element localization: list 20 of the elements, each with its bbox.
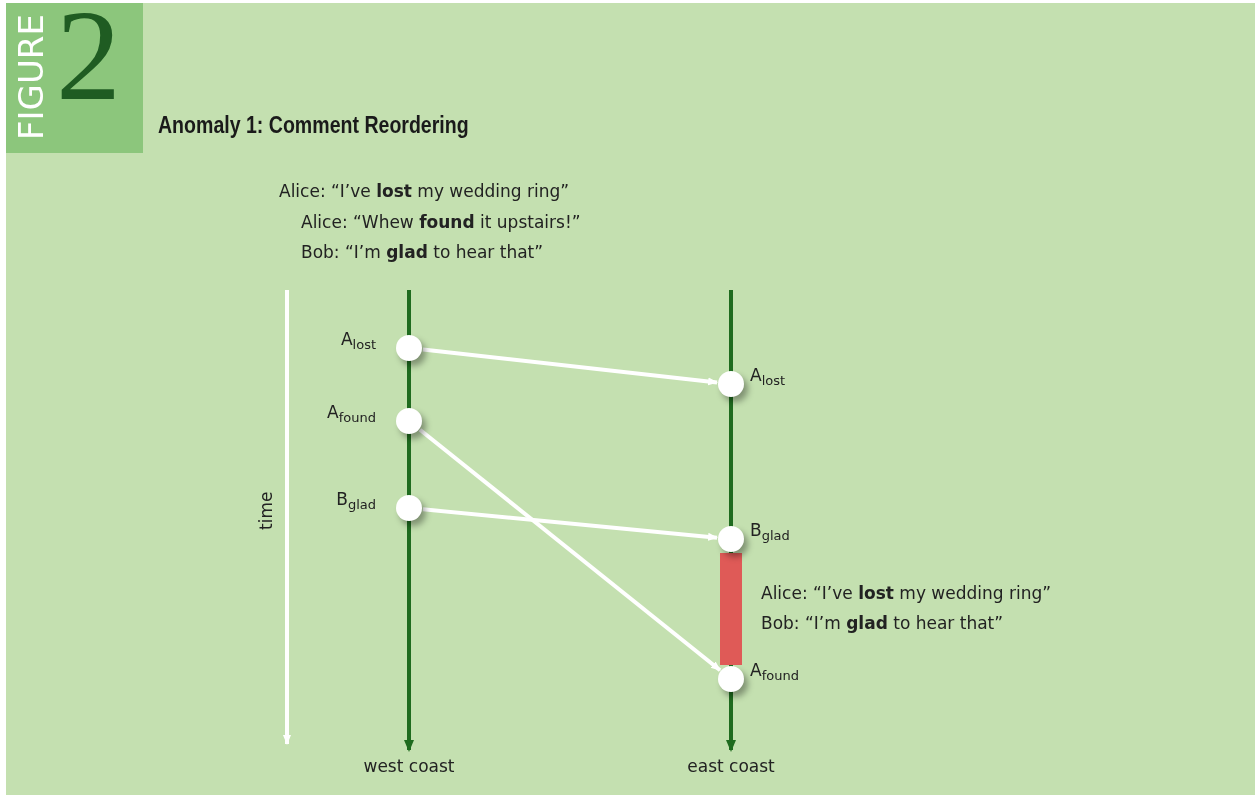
- arrow: [422, 507, 719, 541]
- event-label: A$_{lost}$: [340, 329, 376, 353]
- arrow: [418, 428, 722, 672]
- timeline-label: east coast: [687, 756, 775, 776]
- arrow: [422, 347, 719, 386]
- event-label: A$_{lost}$: [750, 365, 786, 389]
- event-label: B$_{glad}$: [336, 489, 376, 513]
- message-text: Bob: “I’m glad to hear that”: [761, 613, 1004, 633]
- event-label: A$_{found}$: [750, 660, 799, 684]
- figure-label: FIGURE: [14, 14, 48, 140]
- message-text: Alice: “I’ve lost my wedding ring”: [761, 583, 1052, 603]
- quote-text: Alice: “I’ve lost my wedding ring”: [279, 181, 570, 201]
- quote-text: Bob: “I’m glad to hear that”: [301, 242, 544, 262]
- quote-text: Alice: “Whew found it upstairs!”: [301, 212, 581, 232]
- axis-label: time: [258, 491, 275, 530]
- event-label: B$_{glad}$: [750, 520, 790, 544]
- figure-title: Anomaly 1: Comment Reordering: [158, 112, 469, 139]
- event-label: A$_{found}$: [327, 402, 376, 426]
- figure-number: 2: [56, 0, 121, 120]
- timeline-label: west coast: [363, 756, 455, 776]
